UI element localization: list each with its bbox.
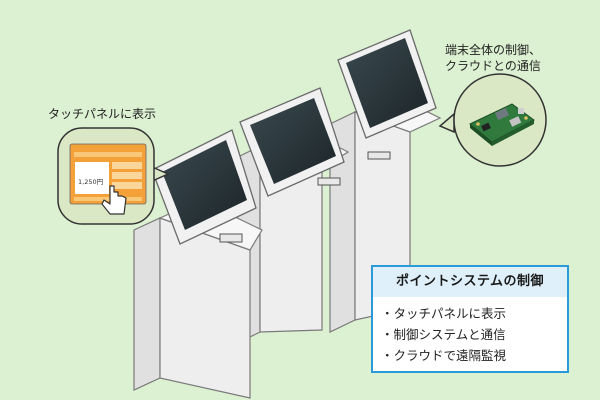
info-item-touch-panel: ・タッチパネルに表示 — [381, 306, 507, 321]
circuit-board-icon — [469, 103, 535, 146]
kiosk-1 — [133, 129, 263, 399]
screen-price: 1,250円 — [78, 178, 103, 186]
terminal-control-line2: クラウドとの通信 — [445, 59, 541, 73]
info-box-title: ポイントシステムの制御 — [373, 267, 567, 297]
terminal-control-line1: 端末全体の制御、 — [445, 43, 542, 57]
touch-panel-callout: 1,250円 — [57, 127, 170, 225]
terminal-control-label: 端末全体の制御、 クラウドとの通信 — [445, 42, 541, 74]
info-box-list: ・タッチパネルに表示 ・制御システムと通信 ・クラウドで遠隔監視 — [381, 303, 506, 366]
point-system-info-box: ポイントシステムの制御 ・タッチパネルに表示 ・制御システムと通信 ・クラウドで… — [371, 265, 569, 373]
control-board-callout — [438, 73, 547, 167]
info-item-remote-monitoring: ・クラウドで遠隔監視 — [381, 348, 507, 363]
hand-pointer-icon — [101, 185, 127, 215]
touch-panel-label: タッチパネルに表示 — [48, 107, 157, 121]
info-item-control-system: ・制御システムと通信 — [381, 327, 506, 342]
